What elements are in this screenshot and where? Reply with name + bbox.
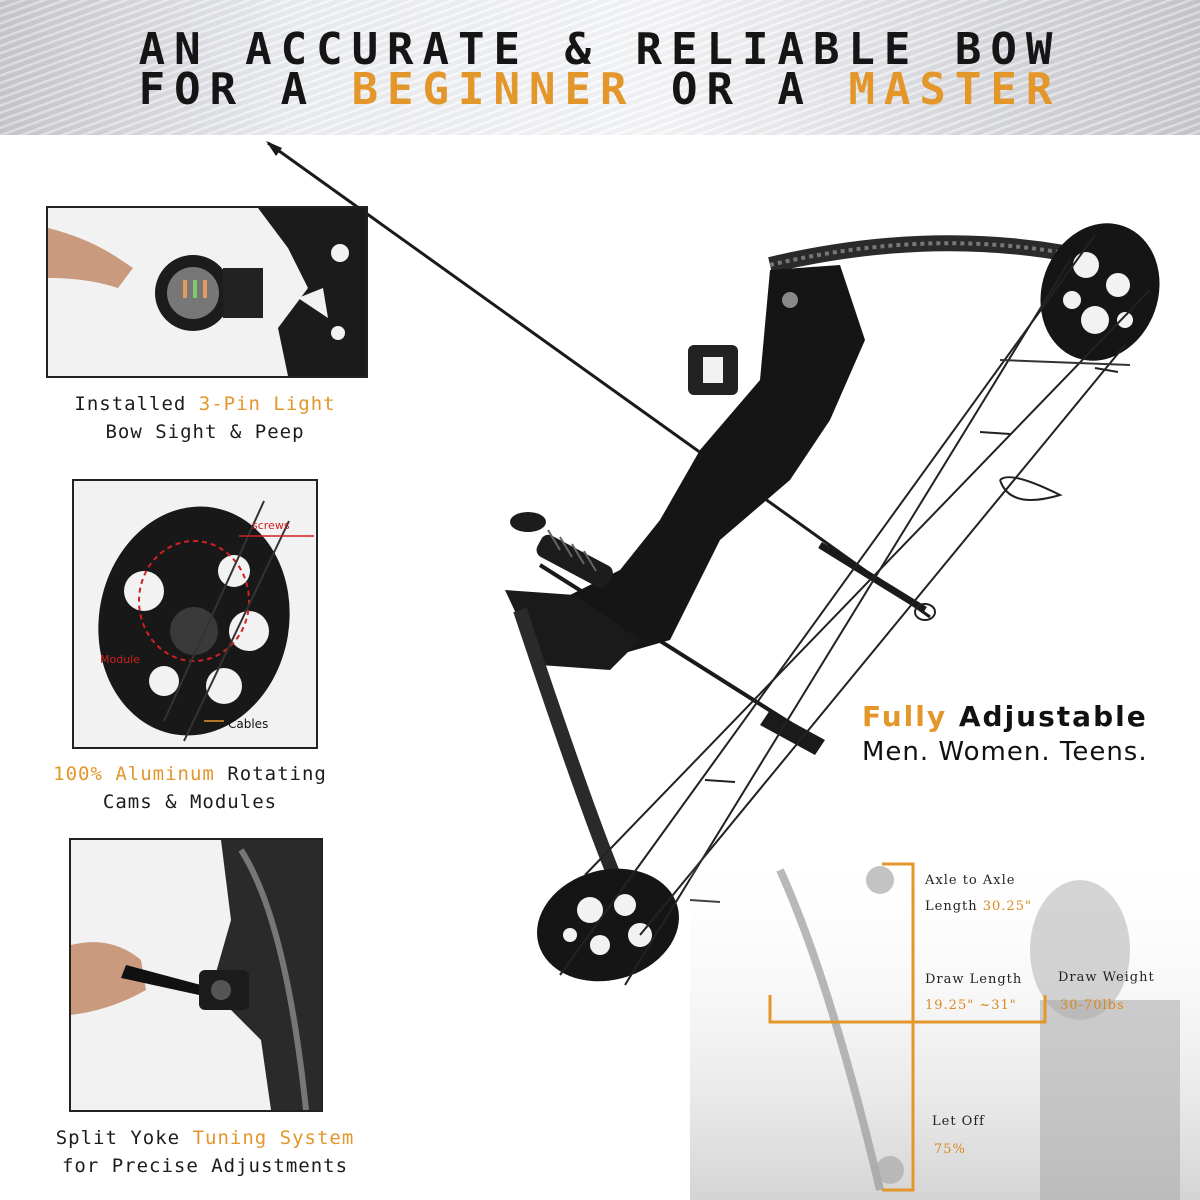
feature-1-highlight: 3-Pin Light <box>198 393 336 415</box>
hand-graphic-2 <box>71 942 146 1015</box>
callout-module: Module <box>100 653 140 666</box>
tagline-line-1: Fully Adjustable <box>862 700 1148 733</box>
headline-text-a: FOR A <box>138 64 352 115</box>
feature-caption-1: Installed 3-Pin Light Bow Sight & Peep <box>40 390 370 446</box>
spec-letoff-label: Let Off <box>932 1114 985 1129</box>
module-highlight <box>138 540 250 662</box>
headline-beginner: BEGINNER <box>351 64 636 115</box>
feature-1-pre: Installed <box>74 393 199 415</box>
spec-draw-weight-value: 30-70lbs <box>1060 998 1125 1013</box>
callout-screws: screws <box>252 519 290 532</box>
spec-axle-label: Axle to Axle <box>925 873 1016 888</box>
sight-closeup <box>48 208 366 376</box>
stabilizer <box>510 512 613 588</box>
tagline-line-2: Men. Women. Teens. <box>862 737 1148 767</box>
feature-3-line2: for Precise Adjustments <box>61 1155 349 1177</box>
cam-closeup <box>98 500 314 742</box>
spec-letoff-value: 75% <box>934 1142 966 1157</box>
spec-axle-value: 30.25" <box>982 899 1032 914</box>
headline-master: MASTER <box>848 64 1062 115</box>
feature-3-highlight: Tuning System <box>192 1127 355 1149</box>
headline-text-c: OR A <box>635 64 849 115</box>
callout-cables: Cables <box>228 717 269 731</box>
feature-1-line2: Bow Sight & Peep <box>105 421 305 443</box>
feature-2-post: Rotating <box>214 763 327 785</box>
header-banner: AN ACCURATE & RELIABLE BOW FOR A BEGINNE… <box>0 0 1200 135</box>
measurement-lines <box>768 862 1047 1192</box>
feature-caption-2: 100% Aluminum Rotating Cams & Modules <box>20 760 360 816</box>
yoke-closeup <box>71 840 321 1110</box>
spec-draw-length-label: Draw Length <box>925 972 1023 987</box>
feature-image-sight <box>46 206 368 378</box>
hunter-silhouette <box>1030 880 1130 1020</box>
feature-image-cam: screws Module Cables <box>72 479 318 749</box>
upper-cam <box>1040 223 1160 361</box>
release-loop <box>999 476 1063 501</box>
spec-axle-length: Length 30.25" <box>925 899 1032 914</box>
headline-line-2: FOR A BEGINNER OR A MASTER <box>0 64 1200 115</box>
tagline-fully: Fully <box>862 700 948 733</box>
spec-draw-length-value: 19.25" ~31" <box>925 998 1017 1013</box>
header-texture <box>0 0 1200 135</box>
feature-3-pre: Split Yoke <box>55 1127 193 1149</box>
spec-axle-length-label: Length <box>925 899 983 914</box>
feature-image-yoke <box>69 838 323 1112</box>
headline-line-1: AN ACCURATE & RELIABLE BOW <box>138 24 1062 75</box>
feature-2-highlight: 100% Aluminum <box>53 763 215 785</box>
riser <box>560 265 865 660</box>
hand-graphic <box>48 228 133 288</box>
tagline-adjustable: Adjustable <box>947 700 1148 733</box>
feature-caption-3: Split Yoke Tuning System for Precise Adj… <box>30 1124 380 1180</box>
feature-2-line2: Cams & Modules <box>102 791 278 813</box>
tagline: Fully Adjustable Men. Women. Teens. <box>862 700 1148 767</box>
spec-draw-weight-label: Draw Weight <box>1058 970 1155 985</box>
